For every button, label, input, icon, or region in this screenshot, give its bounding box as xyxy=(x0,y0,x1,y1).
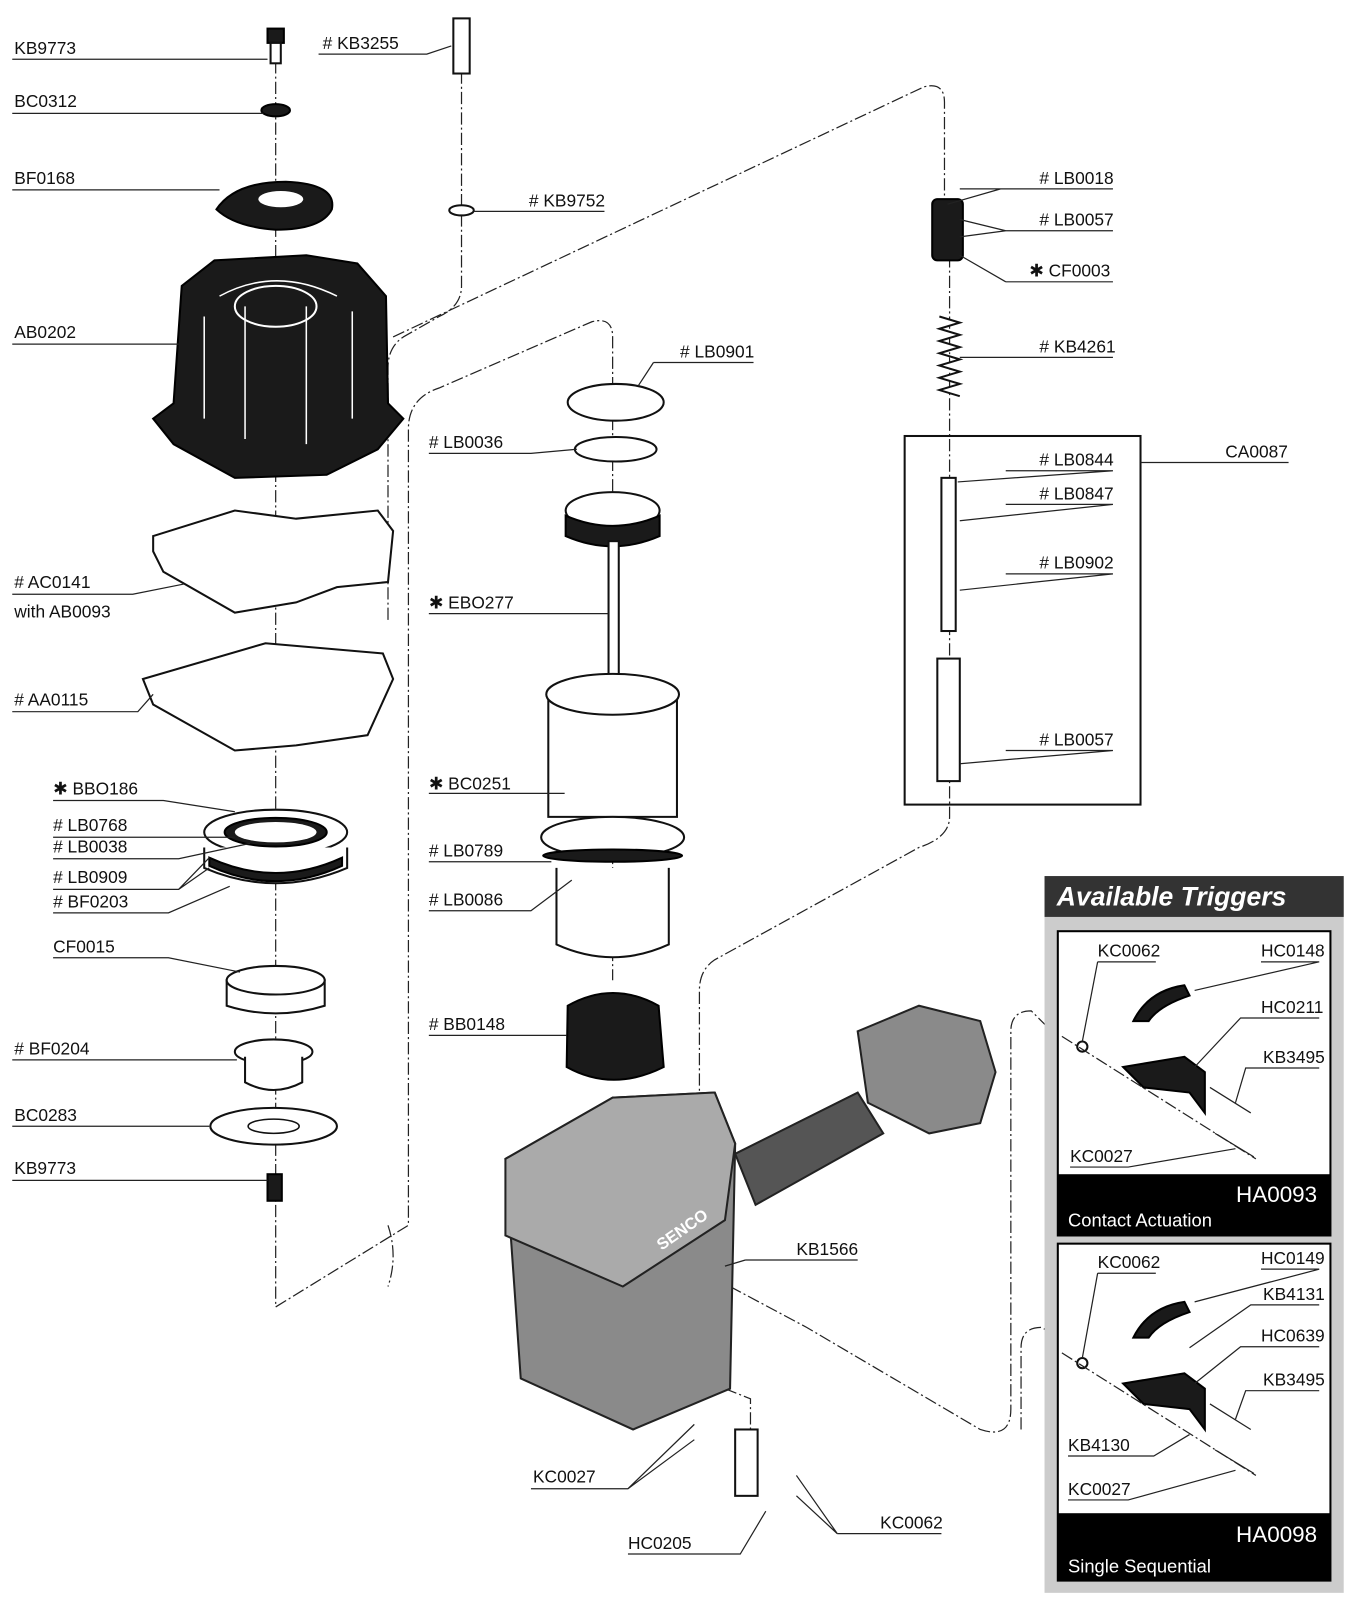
label: # AC0141 xyxy=(14,572,90,592)
label: HC0639 xyxy=(1261,1326,1325,1346)
label: KC0027 xyxy=(533,1467,596,1487)
label: # AA0115 xyxy=(14,690,88,710)
label: KC0062 xyxy=(1098,941,1161,961)
right-parts xyxy=(903,198,1142,806)
label: KB4131 xyxy=(1263,1284,1325,1304)
label: # LB0018 xyxy=(1039,168,1113,188)
label: # KB9752 xyxy=(529,190,605,210)
label: KB3495 xyxy=(1263,1370,1325,1390)
label: ✱ BC0251 xyxy=(429,773,511,793)
kit-name: Contact Actuation xyxy=(1068,1209,1212,1230)
kit-code: HA0093 xyxy=(1236,1182,1317,1207)
label: # LB0902 xyxy=(1039,553,1113,573)
label: ✱ EBO277 xyxy=(429,593,514,613)
label: CF0015 xyxy=(53,937,115,957)
label: # KB4261 xyxy=(1039,336,1115,356)
label: # LB0057 xyxy=(1039,210,1113,230)
triggers-title: Available Triggers xyxy=(1056,882,1287,912)
label: KC0027 xyxy=(1070,1146,1133,1166)
label: KB4130 xyxy=(1068,1435,1130,1455)
label: KB3495 xyxy=(1263,1047,1325,1067)
label: # LB0844 xyxy=(1039,450,1114,470)
label: # LB0901 xyxy=(680,341,754,361)
label: AB0202 xyxy=(14,322,76,342)
available-triggers-panel: Available Triggers KC0062 HC0148 HC0211 … xyxy=(1044,876,1344,1593)
cap-ab0202 xyxy=(151,254,405,479)
tool-body: SENCO xyxy=(504,1004,997,1497)
kb9773-screw-top xyxy=(266,27,285,44)
label: # LB0086 xyxy=(429,890,503,910)
label: KC0027 xyxy=(1068,1479,1131,1499)
label: HC0149 xyxy=(1261,1248,1325,1268)
label: # LB0036 xyxy=(429,432,503,452)
label: # LB0768 xyxy=(53,815,127,835)
label: with AB0093 xyxy=(13,602,110,622)
label: BC0312 xyxy=(14,91,77,111)
kit-code: HA0098 xyxy=(1236,1522,1317,1547)
label: # BF0203 xyxy=(53,892,128,912)
ca0087-box xyxy=(903,434,1142,806)
label: # LB0038 xyxy=(53,837,127,857)
label: KB1566 xyxy=(796,1239,858,1259)
label: KC0062 xyxy=(1098,1252,1161,1272)
label: # BB0148 xyxy=(429,1014,505,1034)
label: HC0148 xyxy=(1261,941,1325,961)
label: BC0283 xyxy=(14,1105,77,1125)
label: KB9773 xyxy=(14,38,76,58)
label: CA0087 xyxy=(1225,441,1288,461)
label: # LB0847 xyxy=(1039,483,1113,503)
label: # KB3255 xyxy=(323,33,399,53)
middle-parts xyxy=(448,17,686,1081)
label: # LB0909 xyxy=(53,867,127,887)
leader-lines xyxy=(12,45,1289,1555)
label: HC0211 xyxy=(1261,997,1323,1017)
assembly-lines xyxy=(275,61,1134,1433)
label: # BF0204 xyxy=(14,1039,90,1059)
label: KC0062 xyxy=(880,1513,943,1533)
kit-name: Single Sequential xyxy=(1068,1555,1211,1576)
label: # LB0057 xyxy=(1039,729,1113,749)
label: KB9773 xyxy=(14,1158,76,1178)
label: # LB0789 xyxy=(429,841,503,861)
label: ✱ BBO186 xyxy=(53,778,138,798)
label: HC0205 xyxy=(628,1533,692,1553)
trigger-kit-ha0098: KC0062 HC0149 KB4131 HC0639 KB3495 KB413… xyxy=(1056,1242,1332,1582)
label: BF0168 xyxy=(14,168,75,188)
left-parts xyxy=(141,27,405,1202)
part-labels: KB9773 BC0312 BF0168 AB0202 # AC0141 wit… xyxy=(13,33,1288,1553)
label: ✱ CF0003 xyxy=(1029,261,1110,281)
trigger-kit-ha0093: KC0062 HC0148 HC0211 KB3495 KC0027 HA009… xyxy=(1056,930,1332,1237)
